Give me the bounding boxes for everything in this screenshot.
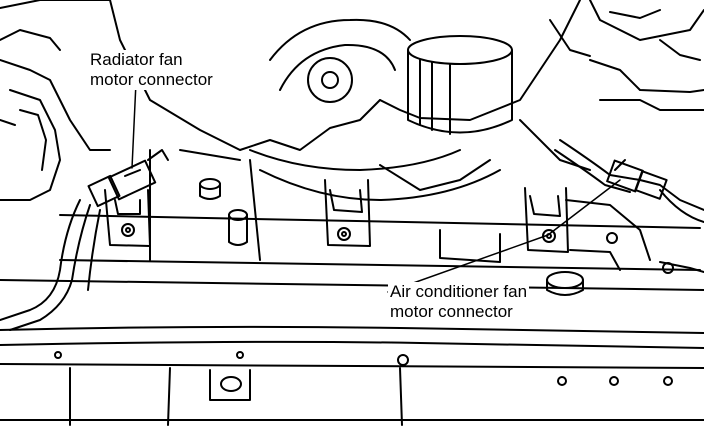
leader-radiator <box>131 81 137 169</box>
lower-panel <box>0 325 704 426</box>
mount-bracket-left <box>104 189 151 247</box>
engine-block <box>0 0 704 201</box>
label-radiator-fan-connector: Radiator fan motor connector <box>88 50 215 90</box>
leader-lines <box>131 81 621 293</box>
leader-ac-2 <box>547 179 621 236</box>
fan-shroud <box>179 18 591 201</box>
label-ac-line2: motor connector <box>390 302 513 321</box>
label-radiator-line1: Radiator fan <box>90 50 183 69</box>
mount-bracket-center <box>324 179 371 247</box>
right-hardware <box>546 261 704 296</box>
label-radiator-line2: motor connector <box>90 70 213 89</box>
label-ac-fan-connector: Air conditioner fan motor connector <box>388 282 530 322</box>
wiring-harness-left <box>0 199 101 331</box>
oil-filter <box>407 35 513 135</box>
coolant-hose <box>554 139 704 223</box>
label-ac-line1: Air conditioner fan <box>390 282 528 301</box>
ac-fan-connector-body <box>606 159 668 200</box>
studs <box>199 178 248 246</box>
radiator-support <box>0 149 704 291</box>
mount-bracket-right <box>524 187 651 271</box>
radiator-fan-connector-body <box>87 149 169 208</box>
